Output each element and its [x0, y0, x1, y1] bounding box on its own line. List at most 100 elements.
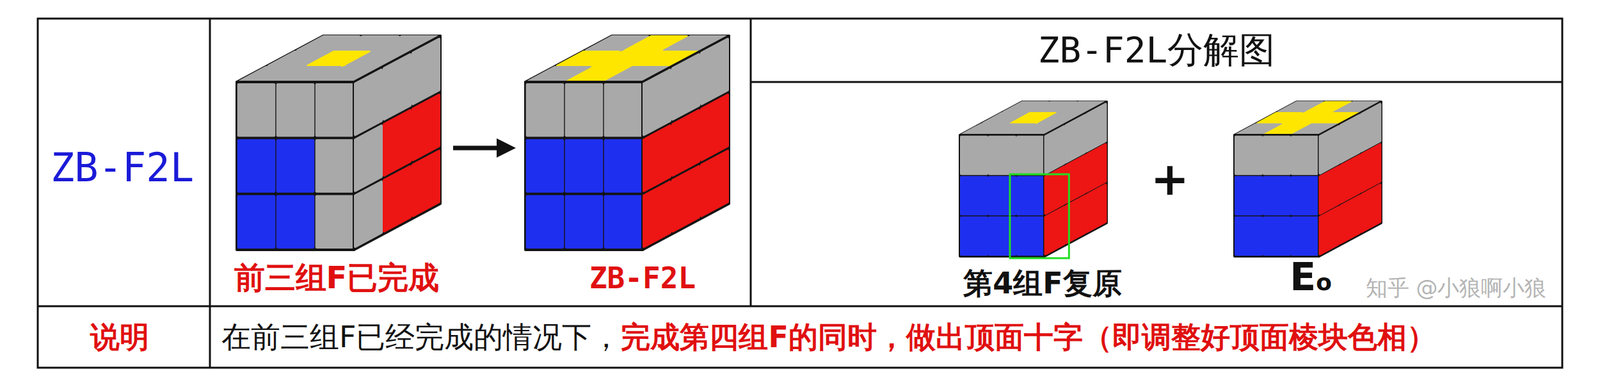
cube-sticker: [355, 181, 382, 247]
cube-sticker: [355, 69, 382, 135]
cube-front-face: [960, 135, 1045, 256]
cube-sticker: [1292, 136, 1318, 174]
cube-sticker: [643, 69, 671, 135]
cube-sticker: [238, 196, 275, 248]
rubiks-cube: [1234, 101, 1382, 256]
cube-sticker: [605, 196, 642, 248]
cube-sticker: [527, 84, 564, 136]
cube-sticker: [1320, 166, 1339, 214]
cube-sticker: [1017, 177, 1044, 214]
cube-sticker: [672, 110, 699, 175]
cube-sticker: [605, 140, 642, 191]
caption: 第4组F复原: [963, 266, 1122, 301]
cube-sticker: [1292, 177, 1318, 214]
cube-right-face: [353, 35, 441, 250]
cube-front-face: [525, 81, 643, 250]
cube-sticker: [961, 217, 987, 255]
cube-sticker: [527, 196, 564, 248]
cube-sticker: [672, 166, 699, 232]
cube-sticker: [1086, 104, 1106, 152]
cube-sticker: [961, 136, 987, 174]
table-border: [37, 18, 1563, 368]
cube-sticker: [1264, 217, 1290, 255]
cube-sticker: [1235, 177, 1262, 214]
table-line: [37, 305, 1563, 308]
cube-sticker: [1017, 217, 1044, 255]
cube-sticker: [605, 84, 642, 136]
cube-sticker: [1045, 206, 1065, 254]
caption: Eo: [1289, 254, 1332, 299]
plus-sign: +: [1150, 152, 1190, 206]
cube-sticker: [412, 151, 440, 216]
cube-sticker: [701, 151, 728, 216]
cube-sticker: [1086, 184, 1106, 232]
cube-sticker: [1017, 136, 1044, 174]
cube-sticker: [566, 140, 603, 191]
arrow-shaft: [453, 145, 501, 151]
cube-sticker: [1320, 126, 1339, 173]
cube-sticker: [1264, 136, 1290, 174]
table-line: [209, 18, 212, 368]
table-grid: [37, 18, 1563, 368]
cube-sticker: [643, 181, 671, 247]
cube-sticker: [1045, 126, 1065, 173]
cube-sticker: [989, 217, 1016, 255]
table-line: [750, 18, 752, 306]
cube-front-face: [236, 81, 354, 250]
cube-sticker: [1361, 104, 1380, 152]
cube-sticker: [1292, 217, 1318, 255]
column-heading: ZB-F2L分解图: [1038, 29, 1275, 71]
watermark: 知乎 @小狼啊小狼: [1365, 275, 1547, 301]
row-heading: ZB-F2L: [50, 144, 194, 191]
cube-sticker: [989, 177, 1016, 214]
transition-arrow: [453, 138, 516, 158]
cube-sticker: [277, 196, 314, 248]
cube-sticker: [1340, 155, 1360, 203]
cube-sticker: [316, 84, 353, 136]
cube-sticker: [643, 125, 671, 191]
cube-sticker: [961, 177, 987, 214]
arrow-head: [496, 138, 516, 158]
rubiks-cube: [525, 35, 729, 250]
cube-sticker: [277, 140, 314, 191]
cube-sticker: [384, 166, 411, 232]
cube-sticker: [701, 94, 728, 160]
cube-sticker: [384, 110, 411, 175]
cube-sticker: [989, 136, 1016, 174]
cube-sticker: [316, 196, 353, 248]
cube-sticker: [277, 84, 314, 136]
highlight-box: [1009, 174, 1069, 258]
cube-sticker: [238, 84, 275, 136]
cube-sticker: [1320, 206, 1339, 254]
row-heading: 说明: [90, 320, 150, 354]
caption: 前三组F已完成: [234, 259, 440, 296]
cube-sticker: [238, 140, 275, 191]
caption: ZB-F2L: [589, 261, 696, 296]
rubiks-cube: [236, 35, 441, 250]
cube-right-face: [642, 35, 729, 250]
explanation-text: 完成第四组F的同时，做出顶面十字（即调整好顶面棱块色相）: [620, 320, 1436, 354]
cube-sticker: [1235, 136, 1262, 174]
cube-sticker: [412, 39, 440, 104]
rubiks-cube: [960, 101, 1107, 256]
cube-sticker: [1340, 195, 1360, 243]
cube-sticker: [566, 196, 603, 248]
cube-sticker: [412, 94, 440, 160]
cube-sticker: [1361, 144, 1380, 192]
cube-sticker: [316, 140, 353, 191]
cube-right-face: [1044, 101, 1107, 256]
cube-sticker: [566, 84, 603, 136]
cube-right-face: [1319, 101, 1382, 256]
cube-sticker: [384, 54, 411, 120]
cube-sticker: [355, 125, 382, 191]
explanation-text: 在前三组F已经完成的情况下，: [221, 320, 621, 354]
cube-sticker: [1086, 144, 1106, 192]
cube-sticker: [701, 39, 728, 104]
cube-sticker: [1361, 184, 1380, 232]
table-line: [750, 81, 1563, 84]
cube-front-face: [1234, 135, 1320, 256]
cube-sticker: [1264, 177, 1290, 214]
cube-sticker: [1235, 217, 1262, 255]
cube-sticker: [672, 54, 699, 120]
